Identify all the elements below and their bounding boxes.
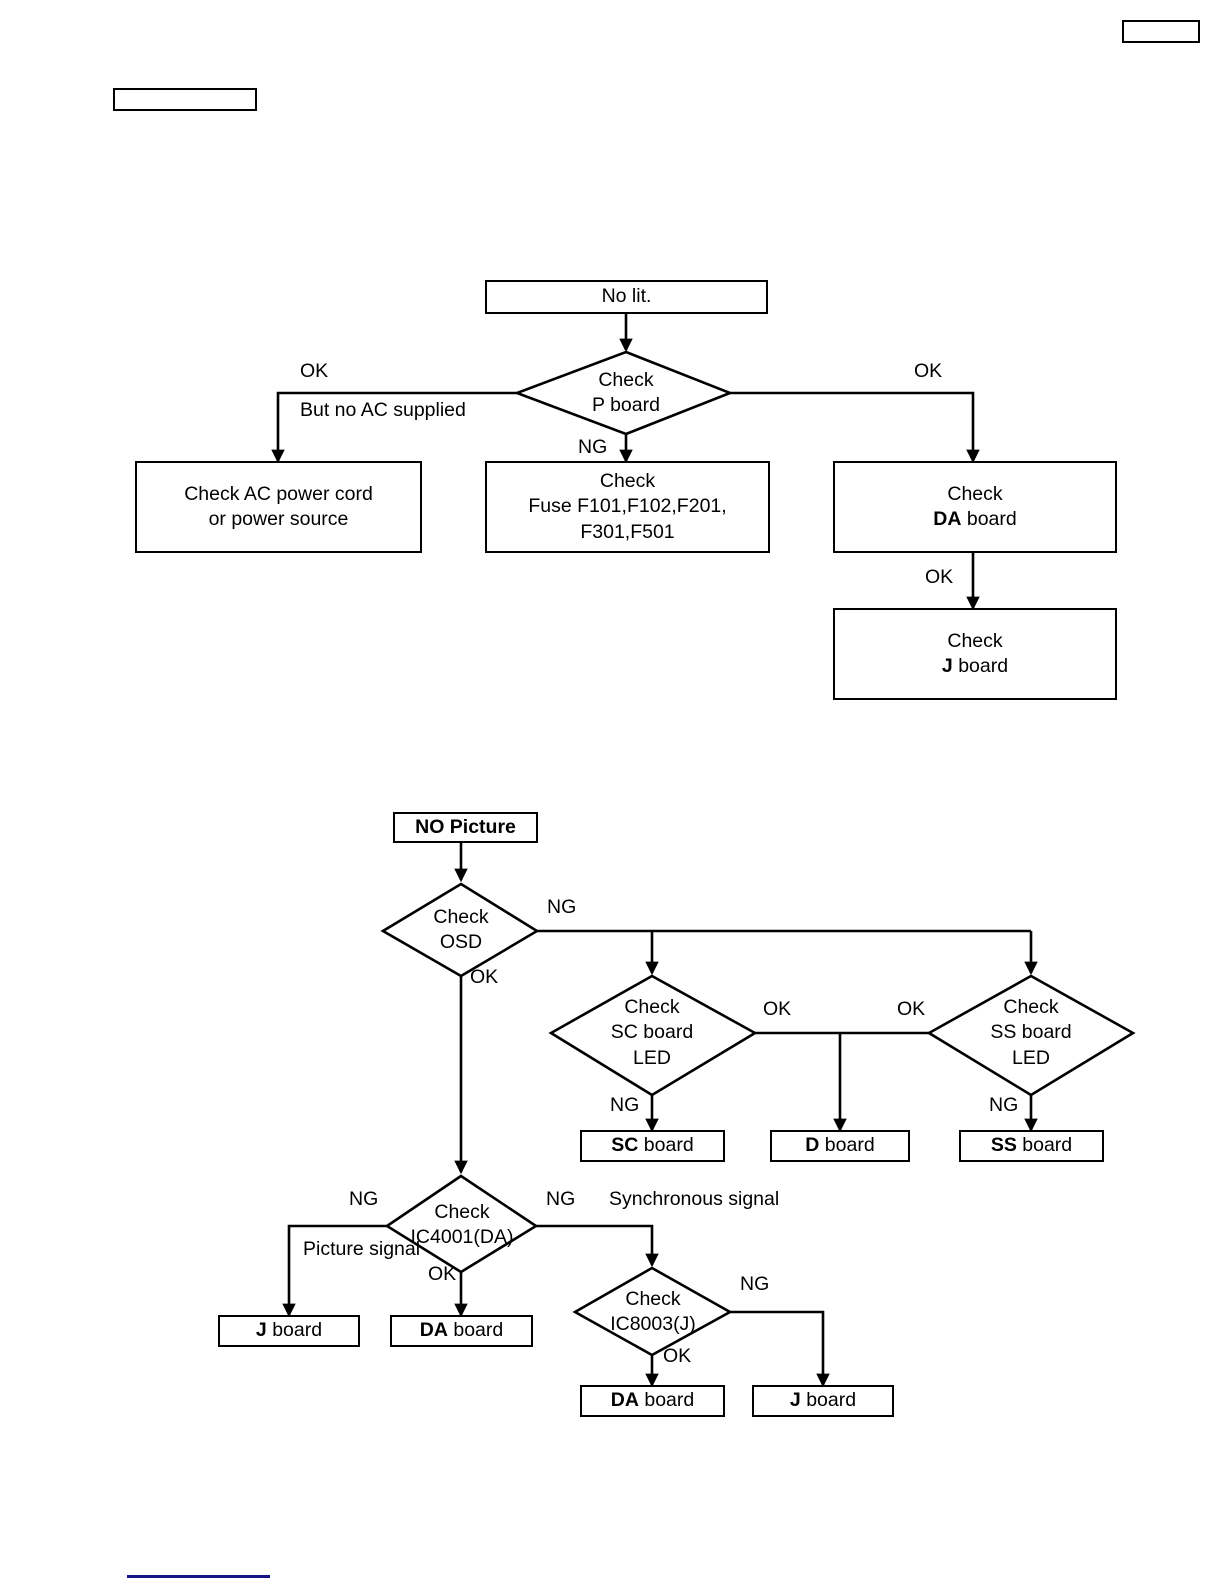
ss-board-text: SS board bbox=[991, 1133, 1072, 1158]
j-rest: board bbox=[952, 655, 1009, 677]
ss-rest: board bbox=[1016, 1134, 1073, 1157]
sc-board-text: SC board bbox=[611, 1133, 693, 1158]
node-check-p-board-label: Check P board bbox=[592, 368, 660, 416]
check-fuse-line-2: Fuse F101,F102,F201, bbox=[528, 495, 727, 518]
j-board-left-text: J board bbox=[256, 1318, 322, 1343]
node-no-picture: NO Picture bbox=[393, 812, 538, 843]
check-da-line-1: Check bbox=[947, 482, 1003, 505]
node-check-ac-power-cord: Check AC power cord or power source bbox=[135, 461, 422, 553]
edge-label-ss-ng: NG bbox=[989, 1094, 1019, 1116]
node-check-j-board: Check J board bbox=[833, 608, 1117, 700]
check-da-line-2: DA board bbox=[933, 507, 1016, 532]
edge-label-ic4001-ok: OK bbox=[428, 1263, 457, 1285]
node-check-osd-label: Check OSD bbox=[433, 905, 489, 953]
edge-label-osd-ok: OK bbox=[470, 966, 499, 988]
footer-rule bbox=[127, 1575, 270, 1578]
node-d-board: D board bbox=[770, 1130, 910, 1162]
check-j-line-2: J board bbox=[942, 654, 1008, 679]
edge-label-ic4001-ng-right: NG bbox=[546, 1188, 576, 1210]
edge-label-no-ac-supplied: But no AC supplied bbox=[300, 399, 466, 421]
edge-label-left-ok: OK bbox=[300, 360, 329, 382]
check-fuse-line-3: F301,F501 bbox=[580, 520, 675, 543]
da-rest: board bbox=[961, 508, 1017, 530]
edge-label-right-ok: OK bbox=[914, 360, 943, 382]
da-right-rest: board bbox=[638, 1389, 695, 1412]
edge-label-ss-ok: OK bbox=[897, 998, 926, 1020]
edge-label-ic8003-ng: NG bbox=[740, 1273, 770, 1295]
node-da-board-right: DA board bbox=[580, 1385, 725, 1417]
edge-label-picture-signal: Picture signal bbox=[303, 1238, 421, 1260]
check-j-line-1: Check bbox=[947, 629, 1003, 652]
node-check-ic8003-label: Check IC8003(J) bbox=[610, 1287, 696, 1335]
node-check-ic4001-label: Check IC4001(DA) bbox=[410, 1200, 514, 1248]
d-board-text: D board bbox=[805, 1133, 874, 1158]
node-no-lit: No lit. bbox=[485, 280, 768, 314]
edge-label-synchronous-signal: Synchronous signal bbox=[609, 1188, 780, 1210]
node-da-board-left: DA board bbox=[390, 1315, 533, 1347]
da-right-bold: DA bbox=[610, 1389, 639, 1412]
edge-label-osd-ng: NG bbox=[547, 896, 577, 918]
j-board-right-text: J board bbox=[790, 1388, 856, 1413]
check-fuse-line-1: Check bbox=[599, 469, 656, 492]
sc-rest: board bbox=[638, 1134, 694, 1157]
da-board-right-text: DA board bbox=[611, 1388, 694, 1413]
sc-bold: SC bbox=[611, 1134, 639, 1157]
node-j-board-left: J board bbox=[218, 1315, 360, 1347]
edge-label-p-board-ng: NG bbox=[578, 436, 608, 458]
da-bold: DA bbox=[933, 508, 962, 530]
node-check-sc-board-led-label: Check SC board LED bbox=[610, 995, 694, 1069]
da-board-left-text: DA board bbox=[420, 1318, 503, 1343]
d-bold: D bbox=[805, 1134, 820, 1157]
j-right-bold: J bbox=[789, 1389, 801, 1412]
j-left-rest: board bbox=[266, 1319, 323, 1342]
header-box-top-left bbox=[113, 88, 257, 111]
node-check-da-board: Check DA board bbox=[833, 461, 1117, 553]
edge-label-da-to-j-ok: OK bbox=[925, 566, 954, 588]
edge-label-ic4001-ng-left: NG bbox=[349, 1188, 379, 1210]
j-left-bold: J bbox=[255, 1319, 267, 1342]
ss-bold: SS bbox=[990, 1134, 1017, 1157]
edge-label-sc-ng: NG bbox=[610, 1094, 640, 1116]
node-check-ss-board-led-label: Check SS board LED bbox=[990, 995, 1072, 1069]
node-sc-board: SC board bbox=[580, 1130, 725, 1162]
node-ss-board: SS board bbox=[959, 1130, 1104, 1162]
da-left-bold: DA bbox=[419, 1319, 448, 1342]
d-rest: board bbox=[819, 1134, 875, 1157]
edge-label-sc-ok: OK bbox=[763, 998, 792, 1020]
j-bold: J bbox=[941, 655, 953, 677]
da-left-rest: board bbox=[447, 1319, 504, 1342]
edge-label-ic8003-ok: OK bbox=[663, 1345, 692, 1367]
header-box-top-right bbox=[1122, 20, 1200, 43]
j-right-rest: board bbox=[800, 1389, 857, 1412]
no-picture-label: NO Picture bbox=[415, 815, 516, 838]
node-j-board-right: J board bbox=[752, 1385, 894, 1417]
node-check-fuse: Check Fuse F101,F102,F201, F301,F501 bbox=[485, 461, 770, 553]
